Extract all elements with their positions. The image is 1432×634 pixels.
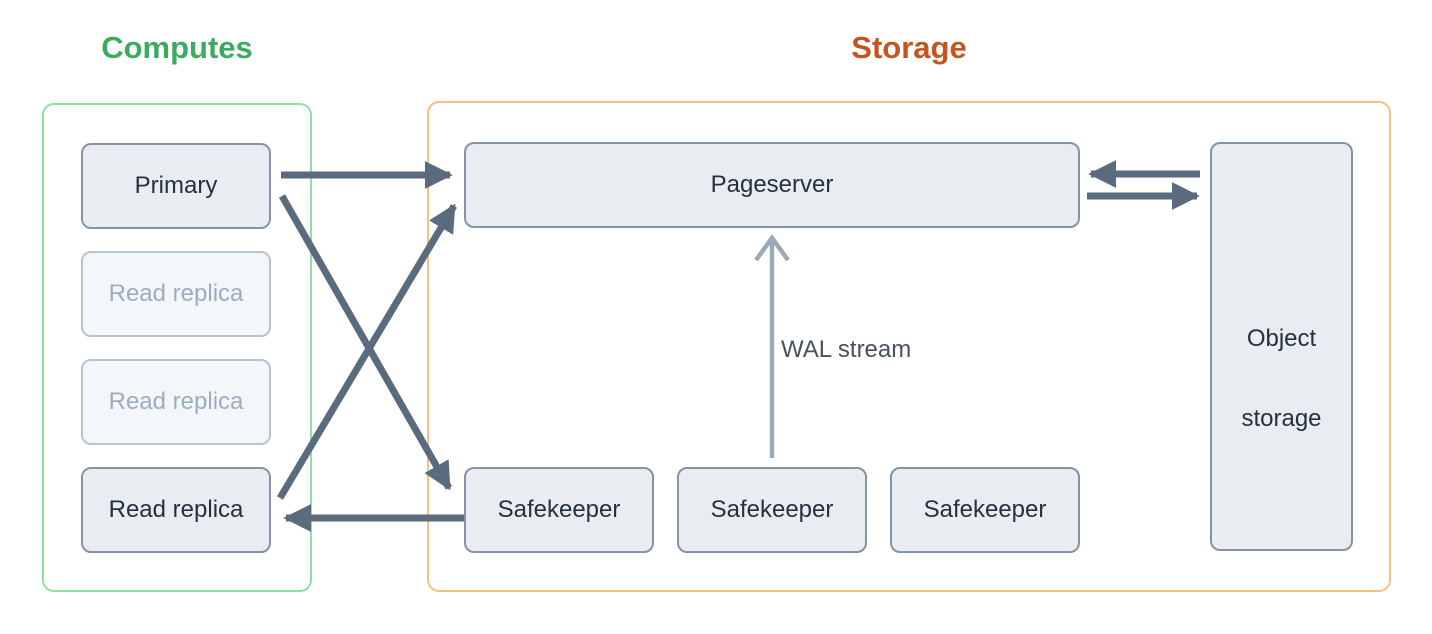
node-pageserver: Pageserver (464, 142, 1080, 228)
node-read-replica-inactive-1: Read replica (81, 251, 271, 337)
node-read-replica-active: Read replica (81, 467, 271, 553)
node-safekeeper-3: Safekeeper (890, 467, 1080, 553)
computes-title: Computes (101, 30, 253, 65)
node-primary: Primary (81, 143, 271, 229)
node-safekeeper-2: Safekeeper (677, 467, 867, 553)
node-object-storage: Object storage (1210, 142, 1353, 551)
node-read-replica-inactive-2: Read replica (81, 359, 271, 445)
object-storage-label-line2: storage (1241, 405, 1322, 432)
object-storage-label-line1: Object (1246, 325, 1317, 352)
wal-stream-label: WAL stream (781, 336, 912, 363)
storage-title: Storage (851, 30, 967, 65)
node-safekeeper-1: Safekeeper (464, 467, 654, 553)
